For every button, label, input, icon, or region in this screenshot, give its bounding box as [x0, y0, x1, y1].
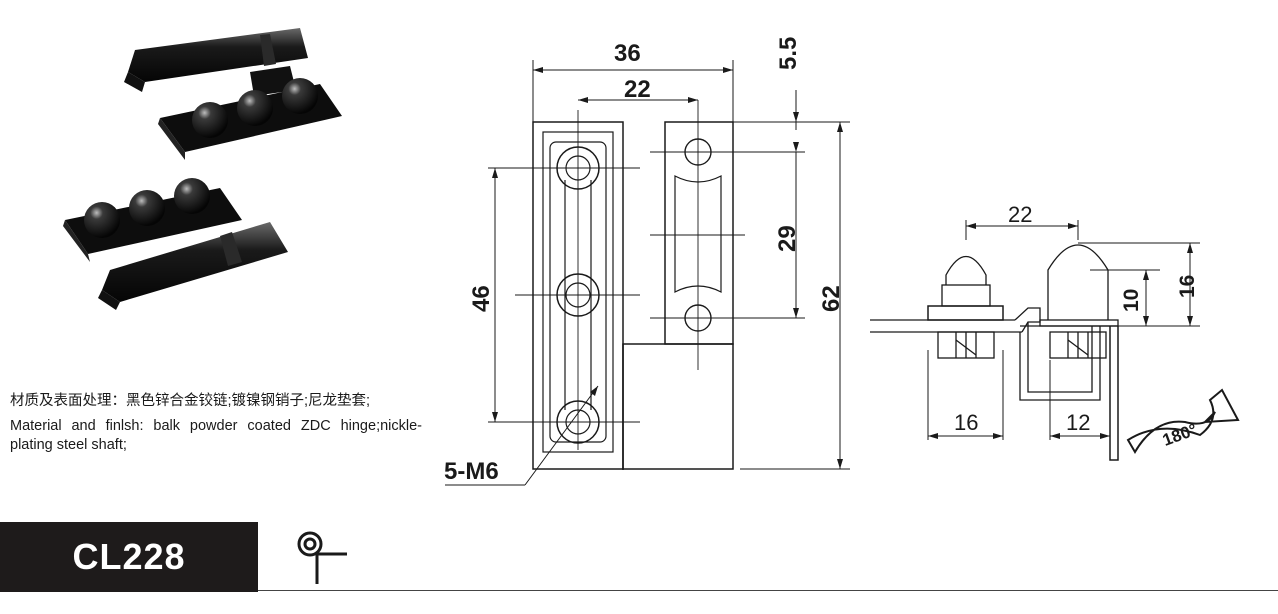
description-chinese: 材质及表面处理：黑色锌合金铰链;镀镍钢销子;尼龙垫套;: [10, 393, 371, 409]
dimension-arrows: [492, 67, 843, 469]
model-code-box: CL228: [0, 522, 258, 592]
material-description: 材质及表面处理：黑色锌合金铰链;镀镍钢销子;尼龙垫套; Material and…: [10, 392, 422, 461]
right-stud: [1039, 244, 1119, 359]
dim-right-holes-29: 29: [774, 225, 801, 252]
right-leaf: [622, 121, 734, 470]
product-photos: [50, 20, 360, 320]
dim-left-16: 16: [954, 410, 979, 435]
dim-hole-spacing-22: 22: [624, 76, 651, 103]
side-dimension-arrows: [928, 223, 1193, 439]
hinge-photo-top: [124, 28, 342, 160]
dim-width-36: 36: [614, 40, 641, 67]
left-stud: [927, 256, 1004, 359]
product-photo-image: [63, 28, 342, 310]
side-dimension-lines: [927, 220, 1200, 440]
dim-stud-spacing-22: 22: [1008, 202, 1033, 227]
center-lines: [488, 100, 805, 450]
front-view-drawing: 36 22 5.5 29 46 62 5-M6: [440, 30, 860, 500]
dim-total-height-16: 16: [1176, 274, 1199, 298]
side-view-drawing: 22 10 16 16 12 180°: [860, 190, 1270, 480]
hinge-photo-bottom: [63, 178, 288, 310]
dim-left-holes-46: 46: [468, 285, 495, 312]
rotation-arrow-icon: [1126, 388, 1240, 454]
dim-right-12: 12: [1066, 410, 1091, 435]
hole-callout: 5-M6: [444, 458, 499, 485]
dim-cap-height-10: 10: [1120, 288, 1143, 312]
hinge-symbol-icon: [293, 530, 349, 586]
bottom-rule: [258, 590, 1278, 591]
dimension-lines: [445, 60, 850, 486]
model-code: CL228: [72, 536, 186, 577]
dim-height-62: 62: [818, 285, 845, 312]
dim-top-offset-5-5: 5.5: [775, 36, 802, 70]
description-english: Material and finlsh: balk powder coated …: [10, 418, 422, 453]
